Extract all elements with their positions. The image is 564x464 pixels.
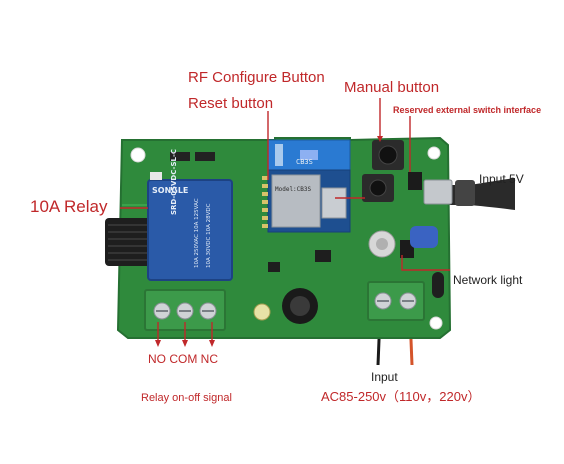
relay-terminals-label: NO COM NC: [148, 352, 218, 366]
relay-brand: SONGLE: [152, 186, 189, 195]
smd-component: [195, 152, 215, 161]
reserved-interface-label: Reserved external switch interface: [393, 105, 542, 115]
relay-10a-label: 10A Relay: [30, 197, 108, 216]
callout-lines: [120, 98, 450, 340]
wifi-module-brand: CB3S: [296, 158, 313, 166]
capacitor-blue: [410, 226, 438, 248]
micro-usb-port: [423, 179, 453, 205]
network-light-label: Network light: [453, 273, 523, 287]
relay-body: [147, 179, 233, 281]
input-terminal-block: [367, 281, 425, 321]
small-capacitor: [253, 303, 271, 321]
mounting-hole: [429, 316, 443, 330]
antenna-coil: [105, 218, 153, 266]
manual-button-label: Manual button: [344, 79, 440, 96]
wifi-sticker: [321, 187, 347, 219]
smd-component: [170, 152, 190, 161]
ic-chip: [268, 262, 280, 272]
input-label: Input: [371, 370, 398, 384]
wifi-module-model: Model:CB3S: [275, 186, 312, 193]
manual-button-icon: [378, 145, 398, 165]
reserved-header: [408, 172, 422, 190]
callout-network-light: [401, 255, 450, 271]
ic-chip: [315, 250, 331, 262]
usb-plug: [455, 180, 475, 206]
input-5v-label: Input 5V: [479, 172, 524, 186]
mounting-hole: [427, 146, 441, 160]
relay-model: SRD-05VDC-SL-C: [170, 149, 178, 215]
mounting-hole: [130, 147, 146, 163]
fuse: [432, 272, 444, 298]
relay-rating-2: 10A 30VDC 10A 28VDC: [206, 203, 212, 268]
relay-signal-label: Relay on-off signal: [141, 392, 232, 404]
ac-input-label: AC85-250v（110v，220v）: [321, 389, 481, 404]
rf-configure-button-label: RF Configure Button: [188, 69, 325, 86]
reset-button-label: Reset button: [188, 95, 274, 112]
smd-led: [150, 172, 162, 180]
network-light-led: [400, 240, 414, 258]
reset-button-icon: [369, 179, 387, 197]
wifi-shield: [271, 174, 321, 228]
relay-rating-1: 10A 250VAC 10A 125VAC: [194, 198, 200, 268]
